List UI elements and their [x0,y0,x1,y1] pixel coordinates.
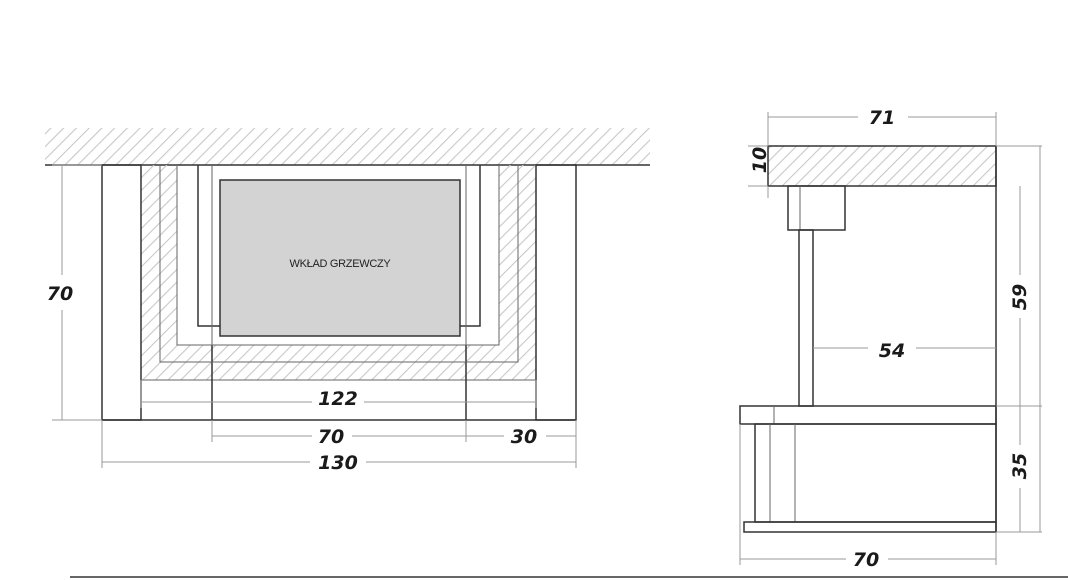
channel-left-1 [159,165,519,363]
bottom-plate [743,521,997,533]
insert-label: WKŁAD GRZEWCZY [290,258,392,270]
lower-shelf [739,405,997,425]
base-box [754,423,997,523]
dim-side-lower-height: 35 [1009,453,1031,479]
dim-front-side: 30 [511,426,537,448]
top-plate [767,145,997,187]
wall-hatch [45,128,650,165]
dim-side-base-width: 70 [853,549,879,571]
outer-leg-left [101,164,142,421]
dim-side-inner-depth: 54 [879,340,905,362]
dim-front-height: 70 [47,283,73,305]
dim-side-upper-height: 59 [1009,284,1031,310]
side-view: 71 10 59 54 35 70 [739,107,1042,571]
vertical-post [798,229,814,407]
dim-front-center: 70 [318,426,344,448]
dim-side-top-width: 71 [869,107,895,129]
dim-side-top-thickness: 10 [749,147,771,173]
channel-left-2 [176,165,500,346]
top-bracket [787,185,846,231]
outer-leg-right [535,164,577,421]
front-view: WKŁAD GRZEWCZY 70 122 70 30 130 [45,128,650,474]
insulation-hatch [141,165,536,380]
heating-insert [219,179,461,337]
dim-front-total: 130 [318,452,358,474]
dim-front-inner-width: 122 [318,388,358,410]
